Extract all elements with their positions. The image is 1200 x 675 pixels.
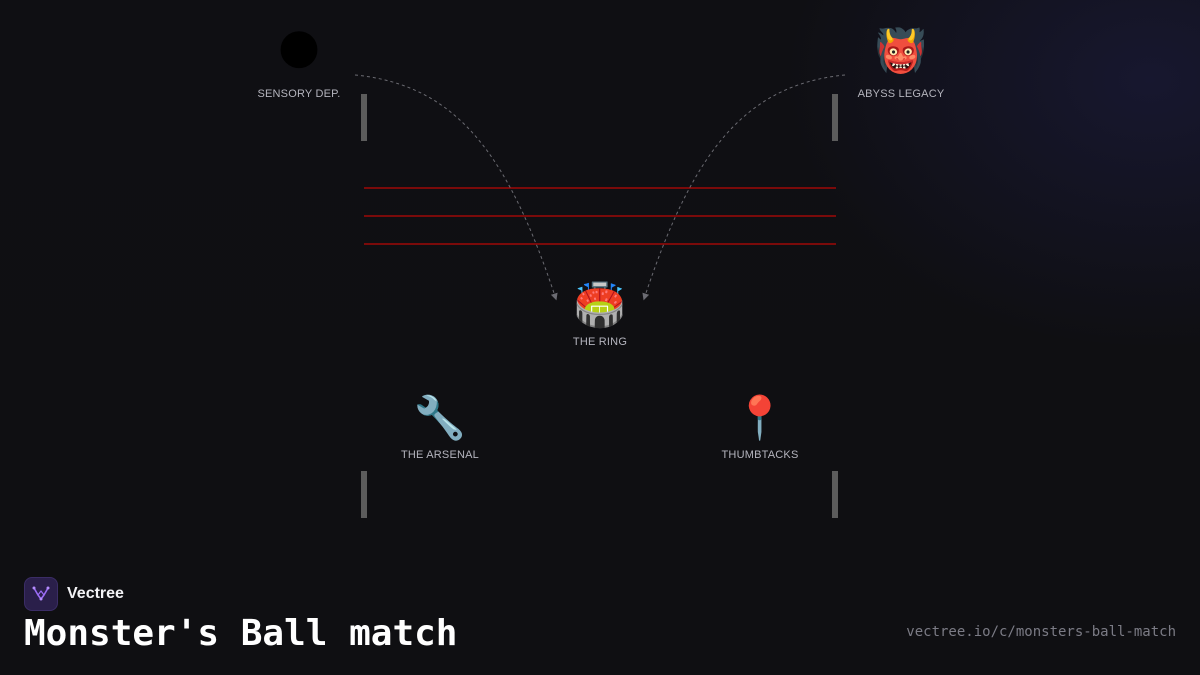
node-label: THUMBTACKS <box>721 449 799 461</box>
page-url[interactable]: vectree.io/c/monsters-ball-match <box>906 624 1176 640</box>
brand[interactable]: Vectree <box>24 577 124 611</box>
node-the-ring[interactable]: 🏟️ THE RING <box>530 280 670 348</box>
node-sensory-dep[interactable]: 🌑 SENSORY DEP. <box>229 26 369 100</box>
page-title: Monster's Ball match <box>24 613 458 654</box>
ring-post-top-left <box>361 94 367 141</box>
new-moon-icon: 🌑 <box>277 26 321 75</box>
vectree-logo-icon <box>24 577 58 611</box>
node-thumbtacks[interactable]: 📍 THUMBTACKS <box>690 393 830 461</box>
edge-abyss-to-ring <box>642 74 846 301</box>
ring-post-bottom-right <box>832 471 838 518</box>
edge-sensory-to-ring <box>354 74 558 301</box>
node-abyss-legacy[interactable]: 👹 ABYSS LEGACY <box>831 26 971 100</box>
brand-name: Vectree <box>67 585 124 602</box>
node-the-arsenal[interactable]: 🔧 THE ARSENAL <box>370 393 510 461</box>
ring-post-bottom-left <box>361 471 367 518</box>
pushpin-icon: 📍 <box>733 393 787 442</box>
node-label: THE ARSENAL <box>400 449 479 461</box>
node-label: SENSORY DEP. <box>257 88 341 100</box>
wrench-icon: 🔧 <box>413 393 467 442</box>
node-label: ABYSS LEGACY <box>857 88 945 100</box>
stadium-icon: 🏟️ <box>573 280 627 329</box>
ogre-icon: 👹 <box>874 26 928 75</box>
node-label: THE RING <box>572 336 628 348</box>
ring-post-top-right <box>832 94 838 141</box>
